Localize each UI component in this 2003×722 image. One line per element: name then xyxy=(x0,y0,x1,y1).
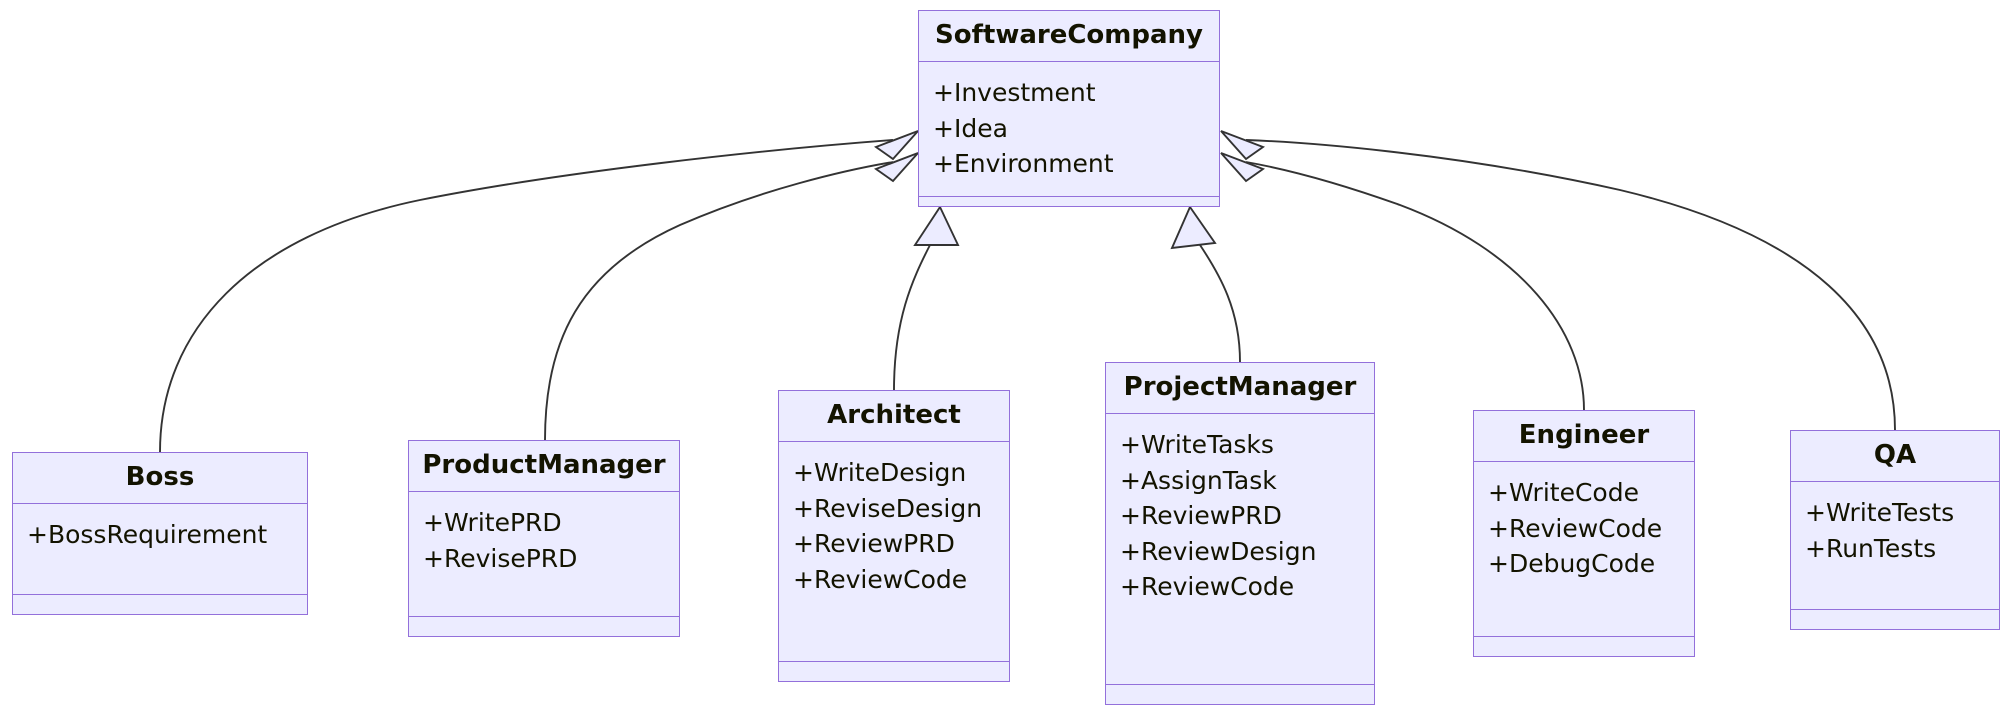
class-node-softwarecompany[interactable]: SoftwareCompany +Investment +Idea +Envir… xyxy=(918,10,1220,207)
attribute-item: +WriteDesign xyxy=(793,458,967,488)
attribute-item: +WriteTests xyxy=(1805,498,1955,528)
attribute-item: +Idea xyxy=(933,113,1008,143)
edge-architect-to-softwarecompany xyxy=(893,205,960,391)
class-attributes-boss: +BossRequirement xyxy=(13,504,307,595)
class-methods-productmanager xyxy=(409,617,679,636)
attribute-item: +ReviewPRD xyxy=(793,529,955,559)
class-title-boss: Boss xyxy=(13,453,307,505)
attribute-item: +ReviewCode xyxy=(1120,572,1295,602)
class-methods-boss xyxy=(13,595,307,614)
attribute-item: +Investment xyxy=(933,78,1096,108)
class-node-qa[interactable]: QA +WriteTests +RunTests xyxy=(1790,430,2000,630)
attribute-item: +BossRequirement xyxy=(27,520,268,550)
class-title-engineer: Engineer xyxy=(1474,411,1694,463)
class-methods-softwarecompany xyxy=(919,197,1219,216)
attribute-item: +ReviewCode xyxy=(1488,513,1663,543)
attribute-item: +ReviewPRD xyxy=(1120,501,1282,531)
class-methods-engineer xyxy=(1474,637,1694,656)
class-methods-architect xyxy=(779,662,1009,681)
class-attributes-qa: +WriteTests +RunTests xyxy=(1791,482,1999,610)
edge-projectmanager-to-softwarecompany xyxy=(1170,205,1241,363)
attribute-item: +RunTests xyxy=(1805,533,1937,563)
class-methods-projectmanager xyxy=(1106,685,1374,704)
class-node-boss[interactable]: Boss +BossRequirement xyxy=(12,452,308,615)
class-node-engineer[interactable]: Engineer +WriteCode +ReviewCode +DebugCo… xyxy=(1473,410,1695,657)
class-node-productmanager[interactable]: ProductManager +WritePRD +RevisePRD xyxy=(408,440,680,637)
class-attributes-projectmanager: +WriteTasks +AssignTask +ReviewPRD +Revi… xyxy=(1106,414,1374,685)
attribute-item: +RevisePRD xyxy=(423,543,578,573)
attribute-item: +ReviseDesign xyxy=(793,493,983,523)
class-node-projectmanager[interactable]: ProjectManager +WriteTasks +AssignTask +… xyxy=(1105,362,1375,705)
attribute-item: +Environment xyxy=(933,149,1114,179)
class-node-architect[interactable]: Architect +WriteDesign +ReviseDesign +Re… xyxy=(778,390,1010,682)
class-title-architect: Architect xyxy=(779,391,1009,443)
class-attributes-engineer: +WriteCode +ReviewCode +DebugCode xyxy=(1474,462,1694,637)
attribute-item: +DebugCode xyxy=(1488,549,1656,579)
class-attributes-productmanager: +WritePRD +RevisePRD xyxy=(409,492,679,617)
class-title-productmanager: ProductManager xyxy=(409,441,679,493)
attribute-item: +WriteTasks xyxy=(1120,430,1274,460)
attribute-item: +AssignTask xyxy=(1120,465,1277,495)
attribute-item: +ReviewDesign xyxy=(1120,536,1317,566)
class-title-softwarecompany: SoftwareCompany xyxy=(919,11,1219,63)
class-title-projectmanager: ProjectManager xyxy=(1106,363,1374,415)
class-attributes-architect: +WriteDesign +ReviseDesign +ReviewPRD +R… xyxy=(779,442,1009,662)
class-attributes-softwarecompany: +Investment +Idea +Environment xyxy=(919,62,1219,197)
class-title-qa: QA xyxy=(1791,431,1999,483)
attribute-item: +ReviewCode xyxy=(793,564,968,594)
class-methods-qa xyxy=(1791,610,1999,629)
attribute-item: +WriteCode xyxy=(1488,478,1639,508)
attribute-item: +WritePRD xyxy=(423,508,562,538)
